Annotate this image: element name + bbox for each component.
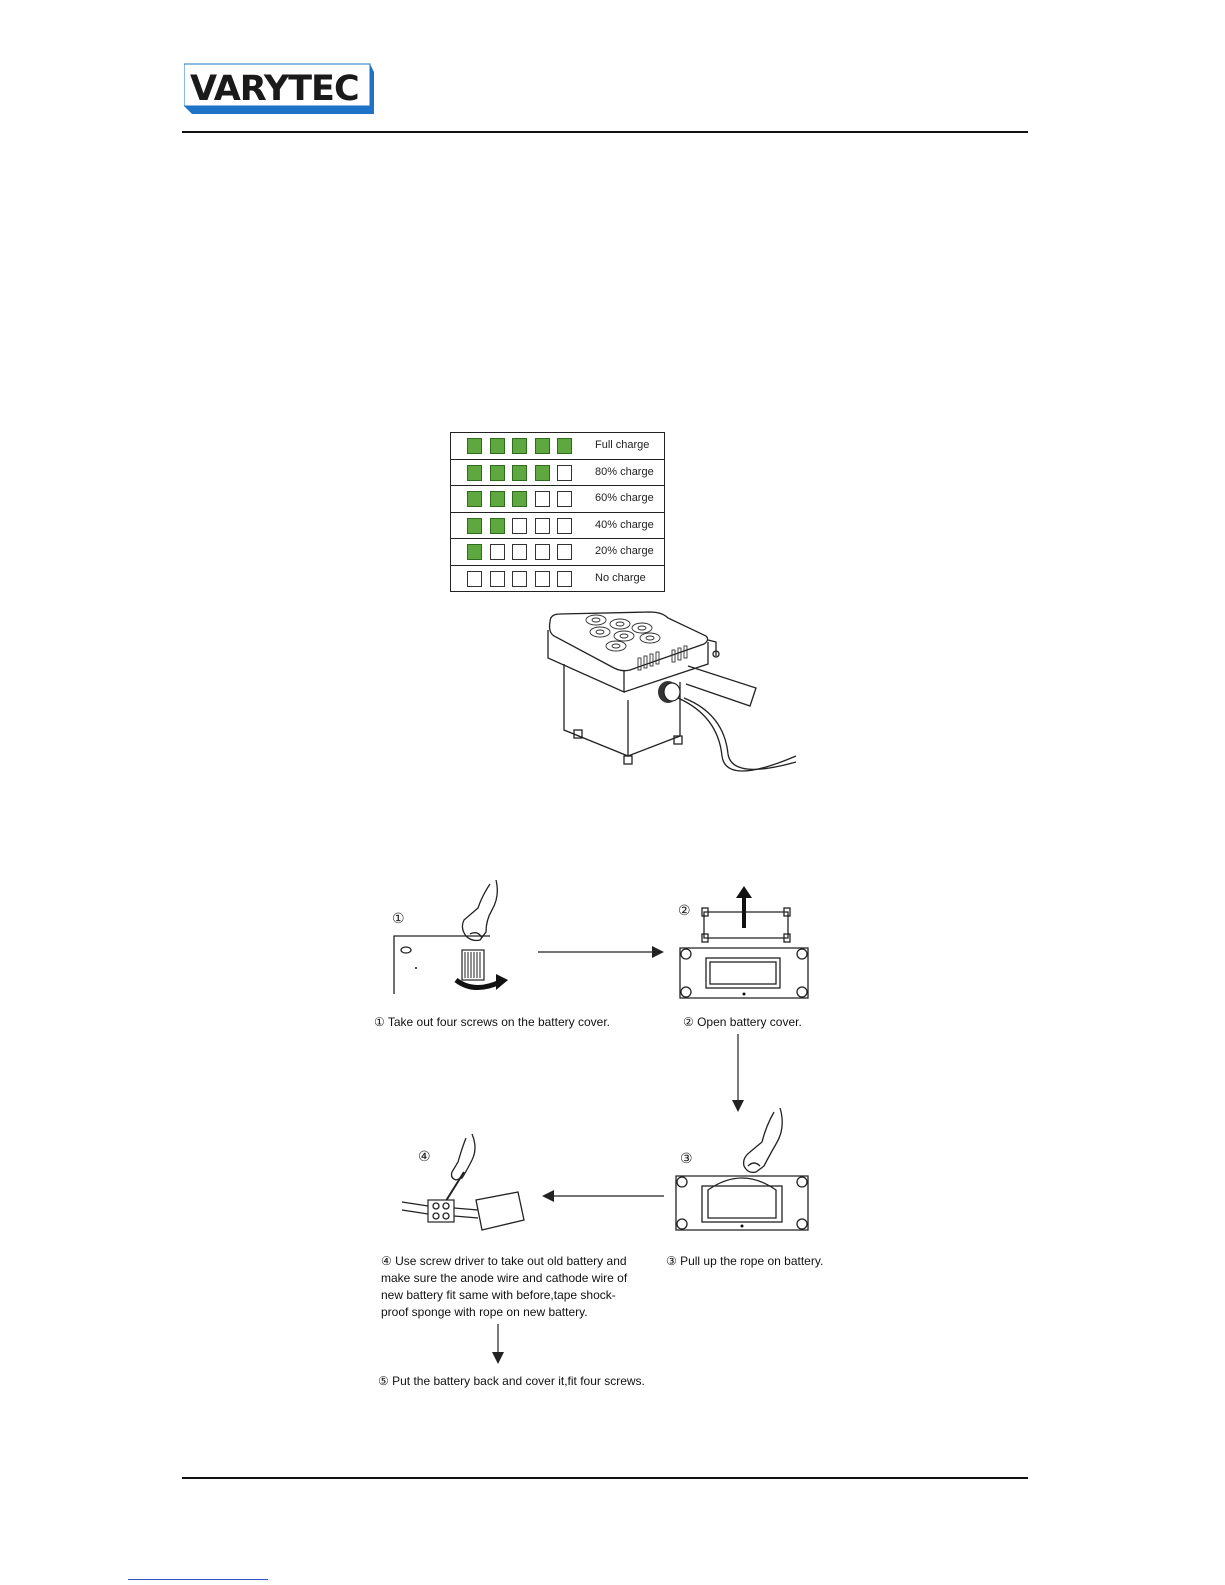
- arrow-step4-to-step5: [492, 1324, 504, 1364]
- charge-segment-empty: [512, 570, 527, 587]
- charge-segment-filled: [489, 517, 505, 534]
- step-5-caption: ⑤ Put the battery back and cover it,fit …: [378, 1374, 645, 1388]
- charge-row-label: 80% charge: [595, 465, 654, 478]
- charge-row: 60% charge: [451, 486, 664, 513]
- logo-text: VARYTEC: [190, 69, 359, 109]
- charge-row-label: 60% charge: [595, 492, 654, 504]
- charge-row-label: 20% charge: [595, 545, 654, 557]
- charge-segment-empty: [534, 517, 550, 534]
- charge-segment-filled: [489, 464, 505, 481]
- charge-segment-empty: [557, 544, 572, 560]
- step-1-illustration: [393, 879, 508, 994]
- charge-segment-empty: [512, 517, 527, 534]
- step-3-illustration: [675, 1107, 809, 1231]
- step-3-number: ③: [680, 1150, 693, 1166]
- charge-row-label: 40% charge: [595, 518, 654, 531]
- arrow-step2-to-step3: [732, 1034, 744, 1112]
- step-2-caption: ② Open battery cover.: [683, 1015, 802, 1029]
- charge-row-label: No charge: [595, 571, 646, 584]
- charge-segment-filled: [467, 438, 482, 454]
- arrow-step1-to-step2: [538, 946, 664, 958]
- charge-segment-filled: [467, 491, 482, 507]
- step-4-number: ④: [418, 1148, 431, 1164]
- charge-segment-empty: [489, 544, 505, 560]
- charge-row: 40% charge: [451, 513, 664, 539]
- charge-row: No charge: [451, 566, 664, 593]
- charge-segment-empty: [557, 491, 572, 507]
- step-1-number: ①: [392, 910, 405, 926]
- battery-charge-table: Full charge 80% charge 60% charge 40% charg…: [450, 432, 665, 592]
- charge-segment-empty: [489, 570, 505, 587]
- step-4-caption: ④ Use screw driver to take out old batte…: [381, 1254, 628, 1319]
- brand-logo: VARYTEC: [183, 60, 374, 114]
- charge-segment-empty: [467, 570, 482, 587]
- charge-row: 20% charge: [451, 539, 664, 566]
- arrow-step3-to-step4: [542, 1190, 664, 1202]
- charge-segment-filled: [534, 464, 550, 481]
- charge-segment-empty: [512, 544, 527, 560]
- charge-row: 80% charge: [451, 460, 664, 486]
- charge-segment-filled: [512, 491, 527, 507]
- par-light-illustration: [547, 611, 797, 772]
- charge-segment-filled: [512, 438, 527, 454]
- charge-row-label: Full charge: [595, 439, 650, 451]
- charge-segment-filled: [512, 464, 527, 481]
- charge-segment-empty: [557, 570, 572, 587]
- charge-segment-filled: [557, 438, 572, 454]
- charge-segment-filled: [489, 438, 505, 454]
- charge-segment-filled: [489, 491, 505, 507]
- charge-segment-empty: [557, 517, 572, 534]
- charge-segment-empty: [534, 491, 550, 507]
- charge-segment-filled: [467, 517, 482, 534]
- footer-rule: [182, 1477, 1028, 1479]
- charge-row: Full charge: [451, 433, 664, 460]
- footer-link-underline[interactable]: [128, 1579, 268, 1580]
- charge-segment-filled: [534, 438, 550, 454]
- header-rule: [182, 131, 1028, 133]
- step-4-illustration: [401, 1133, 525, 1231]
- charge-segment-empty: [557, 464, 572, 481]
- step-2-illustration: [679, 886, 809, 999]
- step-2-number: ②: [678, 902, 691, 918]
- logo-graphic: VARYTEC: [183, 63, 374, 114]
- charge-segment-filled: [467, 464, 482, 481]
- charge-segment-filled: [467, 544, 482, 560]
- step-3-caption: ③ Pull up the rope on battery.: [666, 1254, 824, 1268]
- step-1-caption: ① Take out four screws on the battery co…: [374, 1015, 610, 1029]
- charge-segment-empty: [534, 570, 550, 587]
- charge-segment-empty: [534, 544, 550, 560]
